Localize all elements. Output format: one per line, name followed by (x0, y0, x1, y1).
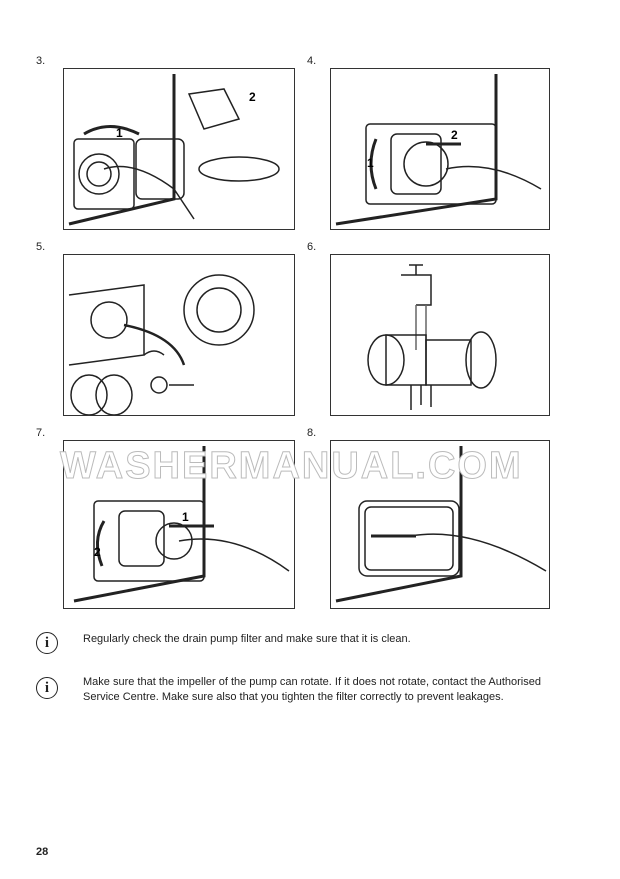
watermark: WASHERMANUAL.COM (60, 445, 523, 487)
step-label: 5. (36, 241, 46, 253)
illustration-step-8 (330, 440, 550, 609)
step-label: 6. (307, 241, 317, 253)
illustration-step-5 (63, 254, 295, 416)
step-label: 4. (307, 55, 317, 67)
step-label: 8. (307, 427, 317, 439)
callout-2: 2 (249, 90, 256, 104)
illustration-step-7: 1 2 (63, 440, 295, 609)
callout-1: 1 (182, 510, 189, 524)
step-label: 3. (36, 55, 46, 67)
note-text: Make sure that the impeller of the pump … (83, 676, 541, 703)
callout-1: 1 (116, 126, 123, 140)
callout-2: 2 (451, 128, 458, 142)
info-icon: i (36, 677, 58, 699)
callout-2: 2 (94, 545, 101, 559)
info-note: i Make sure that the impeller of the pum… (36, 676, 541, 703)
info-note: i Regularly check the drain pump filter … (36, 632, 411, 654)
step-label: 7. (36, 427, 46, 439)
illustration-step-3: 1 2 (63, 68, 295, 230)
illustration-step-6 (330, 254, 550, 416)
callout-1: 1 (367, 156, 374, 170)
info-icon: i (36, 632, 58, 654)
note-text: Regularly check the drain pump filter an… (83, 633, 411, 645)
page-number: 28 (36, 846, 49, 858)
illustration-step-4: 1 2 (330, 68, 550, 230)
